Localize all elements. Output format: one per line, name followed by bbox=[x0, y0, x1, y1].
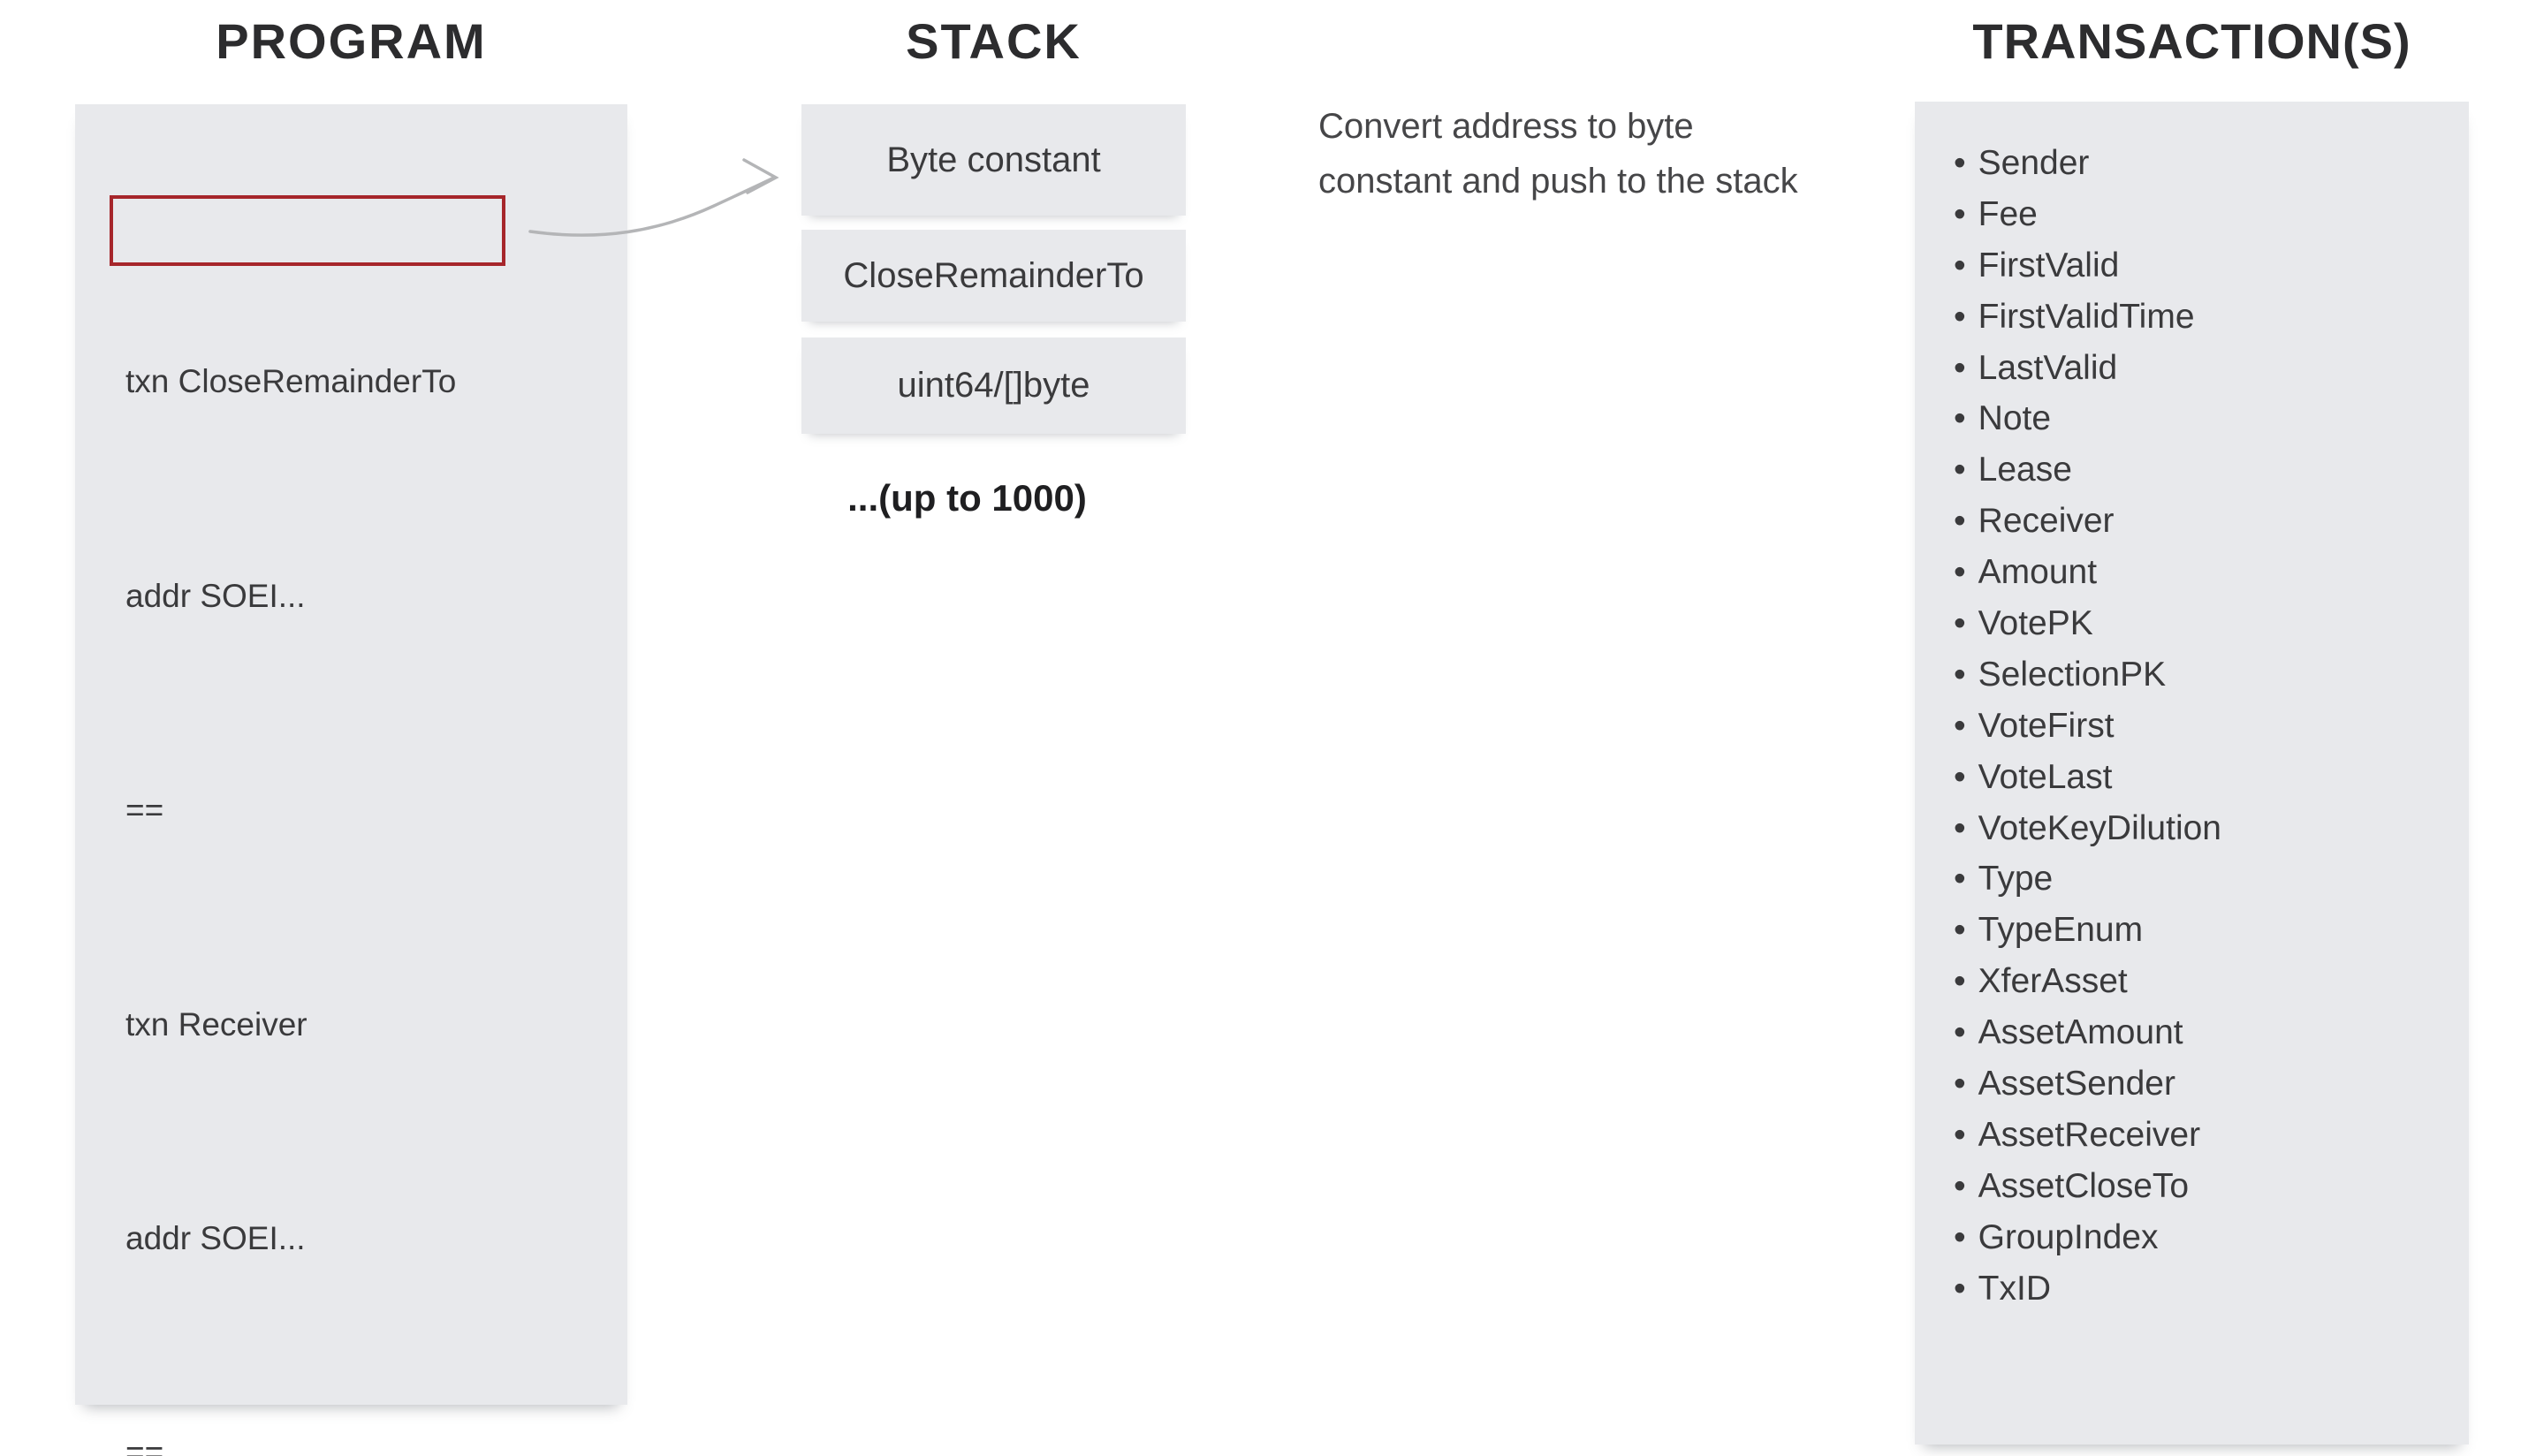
program-code-listing: txn CloseRemainderTo addr SOEI... == txn… bbox=[125, 141, 603, 1456]
bullet-icon: • bbox=[1954, 1269, 1966, 1308]
bullet-icon: • bbox=[1954, 706, 1966, 745]
transaction-field-item: • VoteFirst bbox=[1915, 701, 2469, 752]
transaction-field-label: Fee bbox=[1978, 194, 2038, 233]
transaction-field-label: Sender bbox=[1978, 143, 2090, 182]
bullet-icon: • bbox=[1954, 502, 1966, 541]
transaction-field-item: • Receiver bbox=[1915, 496, 2469, 547]
transaction-field-label: TxID bbox=[1978, 1269, 2051, 1308]
transactions-title: TRANSACTION(S) bbox=[1972, 13, 2411, 69]
transaction-field-item: • LastValid bbox=[1915, 343, 2469, 394]
transaction-field-item: • AssetAmount bbox=[1915, 1007, 2469, 1058]
bullet-icon: • bbox=[1954, 1217, 1966, 1256]
transaction-field-item: • TxID bbox=[1915, 1263, 2469, 1315]
transaction-field-label: VotePK bbox=[1978, 603, 2093, 642]
bullet-icon: • bbox=[1954, 553, 1966, 592]
code-line: addr SOEI... bbox=[125, 1219, 306, 1256]
stack-box: uint64/[]byte bbox=[801, 337, 1186, 434]
bullet-icon: • bbox=[1954, 911, 1966, 950]
transaction-field-label: AssetReceiver bbox=[1978, 1115, 2201, 1154]
transaction-field-item: • VoteKeyDilution bbox=[1915, 803, 2469, 854]
stack-title: STACK bbox=[906, 13, 1082, 69]
bullet-icon: • bbox=[1954, 348, 1966, 387]
stack-overflow-note: ...(up to 1000) bbox=[847, 477, 1087, 519]
program-title: PROGRAM bbox=[216, 13, 487, 69]
transaction-field-label: VoteFirst bbox=[1978, 706, 2115, 745]
annotation-line: constant and push to the stack bbox=[1318, 162, 1798, 201]
bullet-icon: • bbox=[1954, 194, 1966, 233]
transaction-field-label: Lease bbox=[1978, 451, 2072, 489]
transaction-field-label: VoteKeyDilution bbox=[1978, 808, 2221, 847]
stack-box: Byte constant bbox=[801, 104, 1186, 216]
code-line: == bbox=[125, 1434, 164, 1456]
bullet-icon: • bbox=[1954, 1115, 1966, 1154]
bullet-icon: • bbox=[1954, 399, 1966, 438]
transaction-field-label: Receiver bbox=[1978, 502, 2115, 541]
program-panel bbox=[75, 104, 627, 1405]
transactions-panel bbox=[1915, 102, 2469, 1445]
highlighted-code-box bbox=[110, 195, 505, 266]
transaction-field-item: • Type bbox=[1915, 853, 2469, 905]
transaction-field-label: Amount bbox=[1978, 553, 2098, 592]
transaction-field-item: • AssetSender bbox=[1915, 1058, 2469, 1110]
bullet-icon: • bbox=[1954, 1013, 1966, 1052]
transaction-field-item: • Amount bbox=[1915, 547, 2469, 598]
transaction-field-label: XferAsset bbox=[1978, 962, 2128, 1001]
bullet-icon: • bbox=[1954, 1166, 1966, 1205]
bullet-icon: • bbox=[1954, 808, 1966, 847]
transaction-field-label: FirstValid bbox=[1978, 246, 2120, 284]
transaction-field-item: • Fee bbox=[1915, 189, 2469, 240]
stack-box: CloseRemainderTo bbox=[801, 230, 1186, 322]
bullet-icon: • bbox=[1954, 451, 1966, 489]
transaction-fields-list: • Sender • Fee • FirstValid • FirstValid… bbox=[1915, 138, 2469, 1314]
bullet-icon: • bbox=[1954, 655, 1966, 694]
bullet-icon: • bbox=[1954, 962, 1966, 1001]
transaction-field-item: • FirstValidTime bbox=[1915, 292, 2469, 343]
transaction-field-item: • SelectionPK bbox=[1915, 649, 2469, 701]
transaction-field-item: • Sender bbox=[1915, 138, 2469, 189]
transaction-field-label: FirstValidTime bbox=[1978, 297, 2195, 336]
transaction-field-label: LastValid bbox=[1978, 348, 2118, 387]
transaction-field-label: Type bbox=[1978, 860, 2054, 899]
transaction-field-item: • AssetReceiver bbox=[1915, 1110, 2469, 1161]
code-line: addr SOEI... bbox=[125, 577, 306, 614]
bullet-icon: • bbox=[1954, 757, 1966, 796]
code-line: == bbox=[125, 792, 164, 829]
stack-boxes: Byte constant CloseRemainderTo uint64/[]… bbox=[801, 104, 1186, 434]
bullet-icon: • bbox=[1954, 246, 1966, 284]
transaction-field-item: • TypeEnum bbox=[1915, 905, 2469, 956]
code-line: txn Receiver bbox=[125, 1005, 308, 1043]
transaction-field-label: SelectionPK bbox=[1978, 655, 2167, 694]
bullet-icon: • bbox=[1954, 143, 1966, 182]
transaction-field-label: AssetAmount bbox=[1978, 1013, 2183, 1052]
transaction-field-label: VoteLast bbox=[1978, 757, 2113, 796]
transaction-field-item: • AssetCloseTo bbox=[1915, 1161, 2469, 1212]
transaction-field-item: • FirstValid bbox=[1915, 240, 2469, 292]
curved-arrow-icon bbox=[528, 158, 779, 237]
bullet-icon: • bbox=[1954, 1064, 1966, 1103]
transaction-field-item: • Lease bbox=[1915, 444, 2469, 496]
transaction-field-item: • Note bbox=[1915, 393, 2469, 444]
transaction-field-item: • VotePK bbox=[1915, 598, 2469, 649]
transaction-field-label: GroupIndex bbox=[1978, 1217, 2159, 1256]
transaction-field-item: • XferAsset bbox=[1915, 956, 2469, 1007]
bullet-icon: • bbox=[1954, 603, 1966, 642]
transaction-field-item: • GroupIndex bbox=[1915, 1212, 2469, 1263]
transaction-field-label: AssetCloseTo bbox=[1978, 1166, 2190, 1205]
transaction-field-label: Note bbox=[1978, 399, 2052, 438]
code-line: txn CloseRemainderTo bbox=[125, 363, 457, 400]
transaction-field-label: TypeEnum bbox=[1978, 911, 2144, 950]
annotation-text: Convert address to byte constant and pus… bbox=[1318, 99, 1798, 209]
bullet-icon: • bbox=[1954, 297, 1966, 336]
transaction-field-item: • VoteLast bbox=[1915, 752, 2469, 803]
transaction-field-label: AssetSender bbox=[1978, 1064, 2175, 1103]
bullet-icon: • bbox=[1954, 860, 1966, 899]
annotation-line: Convert address to byte bbox=[1318, 107, 1694, 146]
